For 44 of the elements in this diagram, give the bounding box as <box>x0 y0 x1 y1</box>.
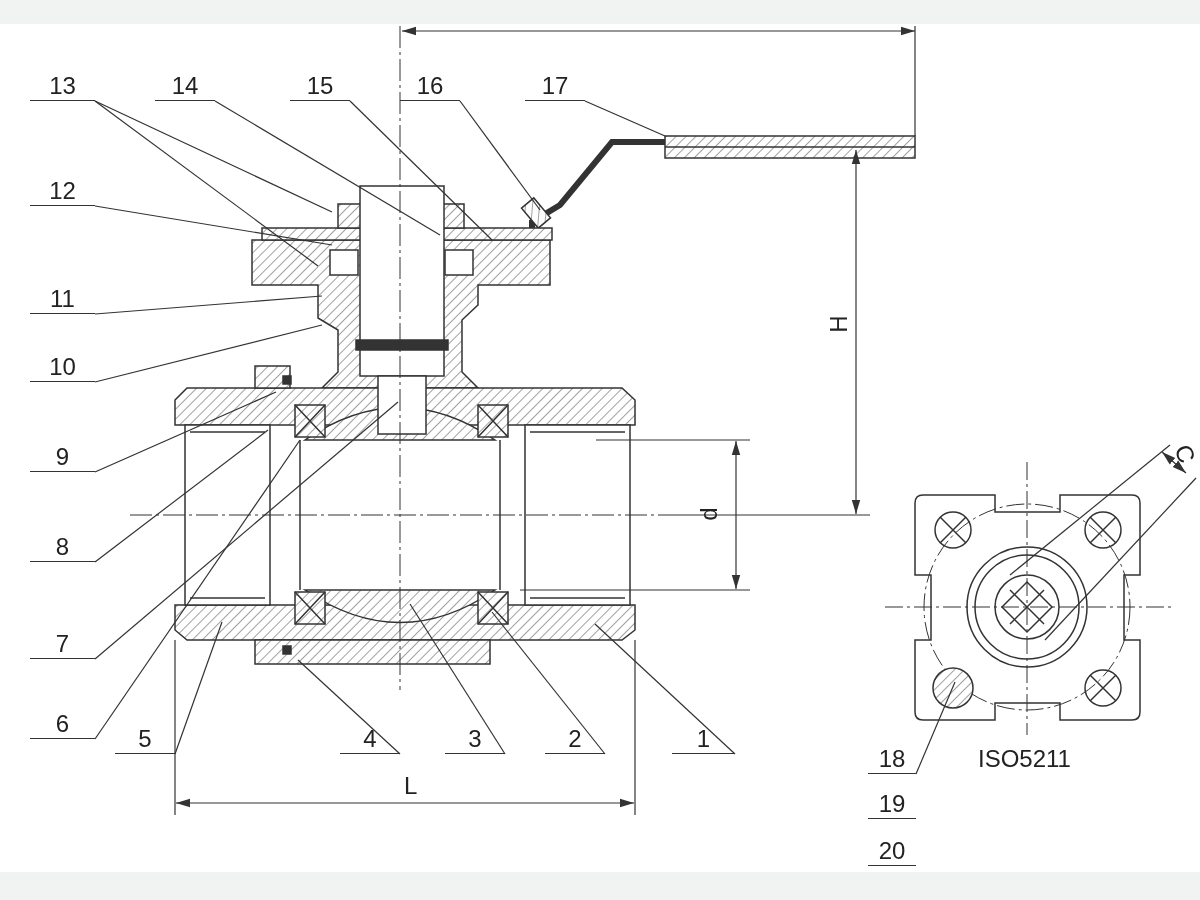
callout-number: 4 <box>340 725 400 754</box>
leader-line <box>459 100 541 211</box>
callout-number: 5 <box>115 725 175 754</box>
dimension-label: L <box>404 772 418 800</box>
leader-line <box>94 429 269 563</box>
callout-number: 18 <box>868 745 916 774</box>
leader-line <box>409 603 506 755</box>
leader-line <box>491 611 606 755</box>
callout-number: 13 <box>30 72 95 101</box>
callout-number: 8 <box>30 533 95 562</box>
dimension-label: H <box>824 315 853 333</box>
leader-line <box>94 295 323 315</box>
callout-number: 19 <box>868 790 916 819</box>
leader-line <box>94 324 323 383</box>
callout-number: 17 <box>525 72 585 101</box>
callout-number: 2 <box>545 725 605 754</box>
callout-number: 10 <box>30 353 95 382</box>
dimension-label: d <box>694 507 723 521</box>
leader-line <box>94 205 333 246</box>
callout-number: 7 <box>30 630 95 659</box>
leader-line <box>94 391 277 473</box>
leader-line <box>94 100 333 213</box>
callout-number: 6 <box>30 710 95 739</box>
callout-number: 14 <box>155 72 215 101</box>
leader-line <box>594 623 736 755</box>
callout-number: 12 <box>30 177 95 206</box>
leader-line <box>94 439 301 740</box>
callout-number: 16 <box>400 72 460 101</box>
callout-number: 15 <box>290 72 350 101</box>
leader-line <box>94 100 319 267</box>
leader-line <box>94 401 399 660</box>
callout-number: 11 <box>30 285 95 314</box>
leader-line <box>297 659 401 755</box>
callout-number: 1 <box>672 725 735 754</box>
leader-line <box>214 100 441 236</box>
leader-line <box>349 100 493 241</box>
leader-line <box>915 681 956 775</box>
dimension-label: C <box>1168 441 1200 467</box>
leader-line <box>584 100 666 137</box>
callout-number: 9 <box>30 443 95 472</box>
callout-number: 3 <box>445 725 505 754</box>
standard-note: ISO5211 <box>978 745 1071 773</box>
leader-line <box>174 621 223 755</box>
callout-number: 20 <box>868 837 916 866</box>
